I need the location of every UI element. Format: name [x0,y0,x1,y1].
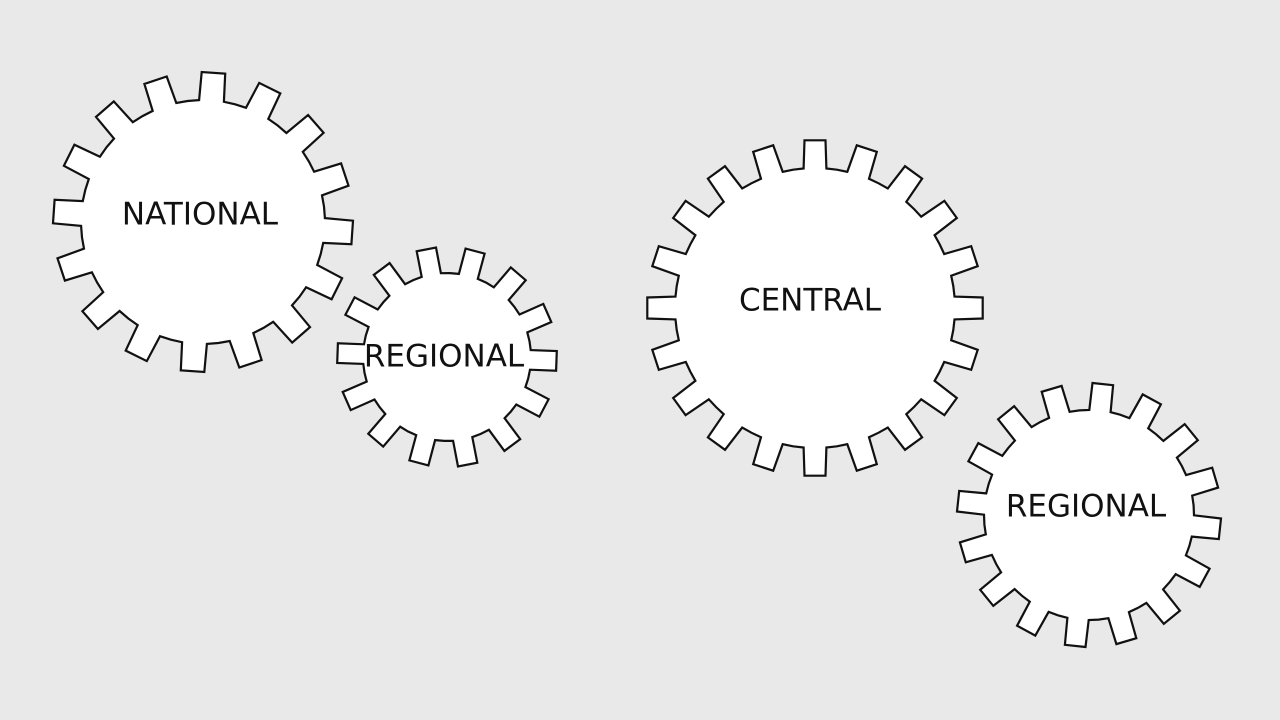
gear-central: CENTRAL [646,139,984,477]
gear-national-label: NATIONAL [122,197,279,233]
gear-regional-2-label: REGIONAL [1006,489,1167,525]
gear-central-shape [646,139,984,477]
gear-central-label: CENTRAL [739,283,882,319]
gear-regional-1: REGIONAL [336,246,558,468]
gear-national-shape [51,70,355,374]
gear-regional-2: REGIONAL [955,381,1223,649]
gear-regional-2-shape [955,381,1223,649]
gear-regional-1-label: REGIONAL [364,339,525,375]
gear-regional-1-shape [336,246,558,468]
gear-national: NATIONAL [51,70,355,374]
